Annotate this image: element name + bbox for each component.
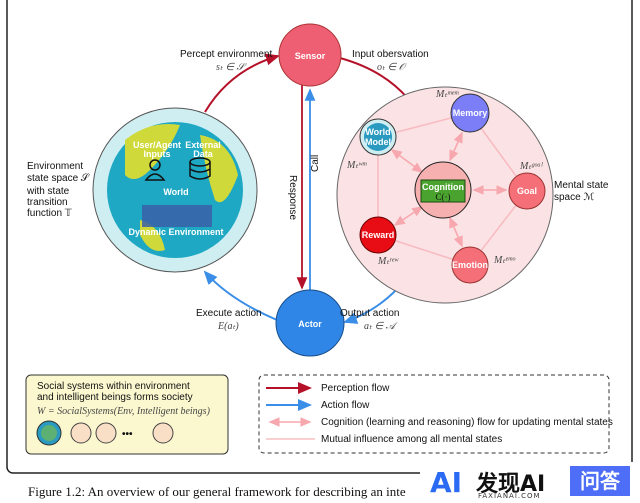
svg-text:space ℳ: space ℳ xyxy=(554,192,594,203)
m-emo: Mₜᵉᵐᵒ xyxy=(493,255,516,266)
svg-text:Model: Model xyxy=(365,137,391,147)
execute-arrow xyxy=(203,270,278,321)
actor-node xyxy=(275,289,345,357)
input-obs-math: oₜ ∈ 𝒪 xyxy=(377,62,408,73)
figure-caption: Figure 1.2: An overview of our general f… xyxy=(28,484,406,499)
svg-text:Environment: Environment xyxy=(27,161,83,172)
continents xyxy=(125,124,238,251)
watermark-logo: AI xyxy=(430,466,463,499)
emotion-node xyxy=(451,246,489,284)
being-icon xyxy=(70,422,92,444)
watermark-badge: 问答 xyxy=(570,466,630,496)
m-goal: Mₜᵍᵒᵃˡ xyxy=(519,161,543,172)
execute-label: Execute action xyxy=(196,308,262,319)
cognition-node xyxy=(420,179,466,203)
env-state-label: Environment state space 𝒮 with state tra… xyxy=(26,161,90,219)
society-formula: W = SocialSystems(Env, Intelligent being… xyxy=(37,406,211,417)
svg-text:Memory: Memory xyxy=(453,108,488,118)
goal-node xyxy=(508,172,546,210)
world-label: World xyxy=(163,187,188,197)
being-icon xyxy=(152,422,174,444)
actor-label: Actor xyxy=(298,319,322,329)
watermark: AI 发现AI FAXIANAI.COM 问答 xyxy=(420,462,640,503)
reward-node xyxy=(359,216,397,254)
svg-text:Action flow: Action flow xyxy=(321,400,370,411)
legend-box xyxy=(258,374,610,454)
input-obs-label: Input obersvation xyxy=(352,49,429,60)
watermark-name: 发现AI xyxy=(476,472,546,497)
m-rew: Mₜʳᵉʷ xyxy=(377,256,399,267)
output-label: Output action xyxy=(340,308,399,319)
cognition-flows xyxy=(390,131,508,248)
sensor-node xyxy=(278,23,342,87)
user-inputs-label: User/Agent xyxy=(133,140,181,150)
svg-text:Cognition (learning and reason: Cognition (learning and reasoning) flow … xyxy=(321,417,613,428)
svg-text:Perception flow: Perception flow xyxy=(321,383,390,394)
svg-text:•••: ••• xyxy=(122,429,133,440)
svg-text:state space 𝒮: state space 𝒮 xyxy=(27,173,90,184)
sensor-label: Sensor xyxy=(295,51,326,61)
mental-state-label: Mental state xyxy=(554,180,609,191)
city-skyline-icon xyxy=(142,205,212,227)
execute-math: E(aₜ) xyxy=(217,321,239,332)
svg-text:and intelligent beings forms s: and intelligent beings forms society xyxy=(37,392,193,403)
percept-arrow xyxy=(204,53,280,113)
m-mem: Mₜᵐᵉᵐ xyxy=(435,89,459,100)
being-icon xyxy=(95,422,117,444)
watermark-domain: FAXIANAI.COM xyxy=(478,492,541,500)
svg-text:World: World xyxy=(365,127,390,137)
output-math: aₜ ∈ 𝒜 xyxy=(364,321,399,332)
svg-text:Mutual influence among all men: Mutual influence among all mental states xyxy=(321,434,502,445)
percept-label: Percept environment xyxy=(180,49,272,60)
memory-node xyxy=(450,93,490,133)
svg-text:C(·): C(·) xyxy=(436,192,451,202)
user-icon xyxy=(149,159,161,171)
dynamic-env-label: Dynamic Environment xyxy=(128,227,223,237)
svg-text:function 𝕋: function 𝕋 xyxy=(27,208,73,219)
svg-text:transition: transition xyxy=(27,197,68,208)
svg-text:Goal: Goal xyxy=(517,186,537,196)
response-label: Response xyxy=(287,175,298,220)
svg-text:with state: with state xyxy=(26,186,70,197)
svg-text:Inputs: Inputs xyxy=(144,149,171,159)
external-data-label: External xyxy=(185,140,221,150)
svg-text:Emotion: Emotion xyxy=(452,260,488,270)
legend-cognition: Cognition (learning and reasoning) flow … xyxy=(268,417,613,428)
legend-perception: Perception flow xyxy=(266,382,390,394)
legend-mutual: Mutual influence among all mental states xyxy=(266,434,502,445)
svg-text:Social systems within environm: Social systems within environment xyxy=(37,381,190,392)
percept-math: sₜ ∈ 𝒮 xyxy=(216,62,248,73)
m-wm: Mₜʷᵐ xyxy=(346,160,367,171)
legend-action: Action flow xyxy=(266,399,370,411)
svg-text:Reward: Reward xyxy=(362,230,395,240)
svg-text:Data: Data xyxy=(193,149,214,159)
call-label: Call xyxy=(310,155,321,172)
svg-text:Cognition: Cognition xyxy=(422,182,464,192)
